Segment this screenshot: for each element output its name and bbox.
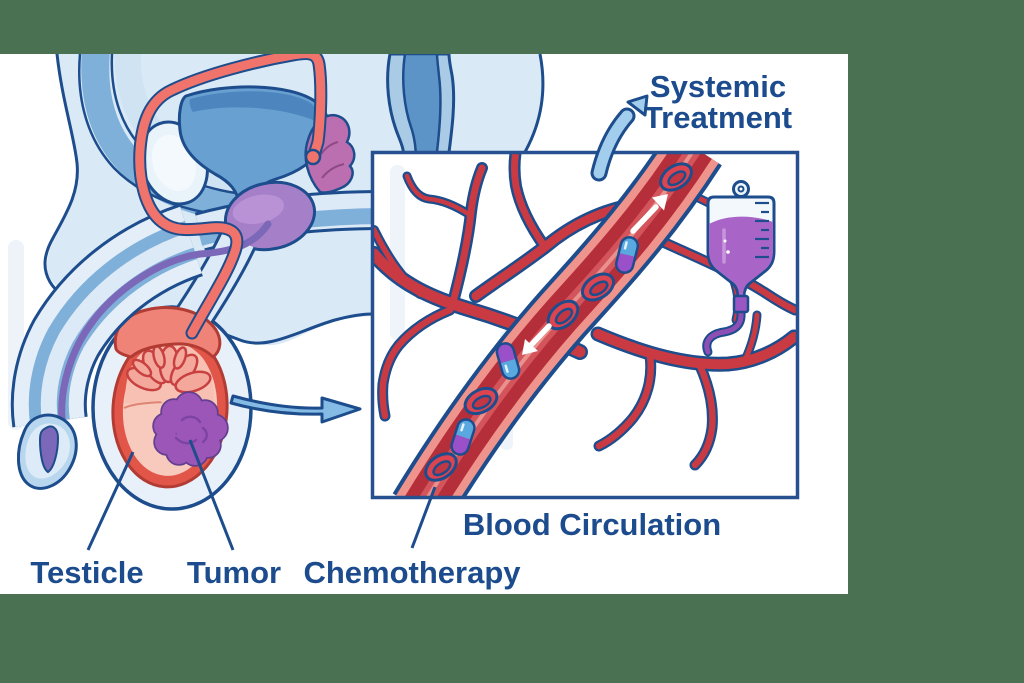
iv-tube bbox=[704, 309, 744, 355]
systemic-treatment-arrow-icon bbox=[590, 94, 649, 182]
seminiferous-lobules bbox=[125, 344, 212, 394]
chemo-capsule bbox=[450, 418, 476, 456]
iv-bag-port bbox=[732, 294, 750, 314]
urethral-meatus bbox=[38, 425, 60, 474]
blood-circulation-label: Blood Circulation bbox=[462, 507, 722, 542]
chemotherapy-label: Chemotherapy bbox=[303, 555, 521, 590]
iv-bag-scale-ticks bbox=[755, 201, 769, 259]
band-outline bbox=[78, 54, 233, 218]
flow-arrows bbox=[522, 194, 668, 355]
chemo-capsule bbox=[614, 236, 640, 274]
red-blood-cell bbox=[580, 272, 616, 302]
red-blood-cells bbox=[424, 162, 693, 482]
texture-streak bbox=[390, 165, 405, 340]
systemic-treatment-line1: Systemic bbox=[649, 69, 787, 104]
penis-shaft bbox=[10, 203, 204, 428]
red-blood-cell bbox=[424, 452, 458, 482]
tumor-leader-line bbox=[188, 439, 235, 551]
pelvic-band-medium bbox=[81, 54, 247, 222]
inset-border bbox=[370, 150, 800, 500]
bladder-top-shade bbox=[189, 91, 317, 121]
tumor-label: Tumor bbox=[186, 555, 282, 590]
flow-arrow-down-icon bbox=[522, 323, 552, 355]
iv-liquid-sparkle bbox=[726, 250, 730, 254]
inset-content bbox=[374, 154, 796, 496]
chemotherapy-leader-line bbox=[410, 486, 437, 549]
testicle-label: Testicle bbox=[30, 555, 144, 590]
inset-box bbox=[370, 150, 800, 500]
red-blood-cell bbox=[463, 386, 499, 416]
systemic-treatment-line2: Treatment bbox=[643, 100, 793, 135]
chemo-capsule bbox=[495, 342, 521, 380]
zoom-arrow-icon bbox=[229, 394, 362, 424]
body-contour-right bbox=[523, 54, 545, 153]
chemo-capsules bbox=[450, 236, 640, 456]
iv-liquid-sparkle bbox=[723, 239, 727, 243]
tumor-shape bbox=[152, 391, 229, 467]
vessel-branches bbox=[374, 154, 796, 471]
pelvic-anatomy-illustration bbox=[8, 54, 545, 551]
vas-deferens bbox=[135, 54, 326, 338]
red-blood-cell bbox=[659, 162, 693, 192]
systemic-treatment-label: Systemic Treatment bbox=[644, 71, 792, 133]
iv-bag-hanger-hole bbox=[737, 185, 745, 193]
vas-ampulla bbox=[304, 148, 322, 166]
iv-bag-icon bbox=[702, 180, 776, 357]
flow-arrow-up-icon bbox=[630, 194, 668, 234]
prostate bbox=[223, 180, 317, 252]
testicle-leader-line bbox=[86, 451, 135, 551]
